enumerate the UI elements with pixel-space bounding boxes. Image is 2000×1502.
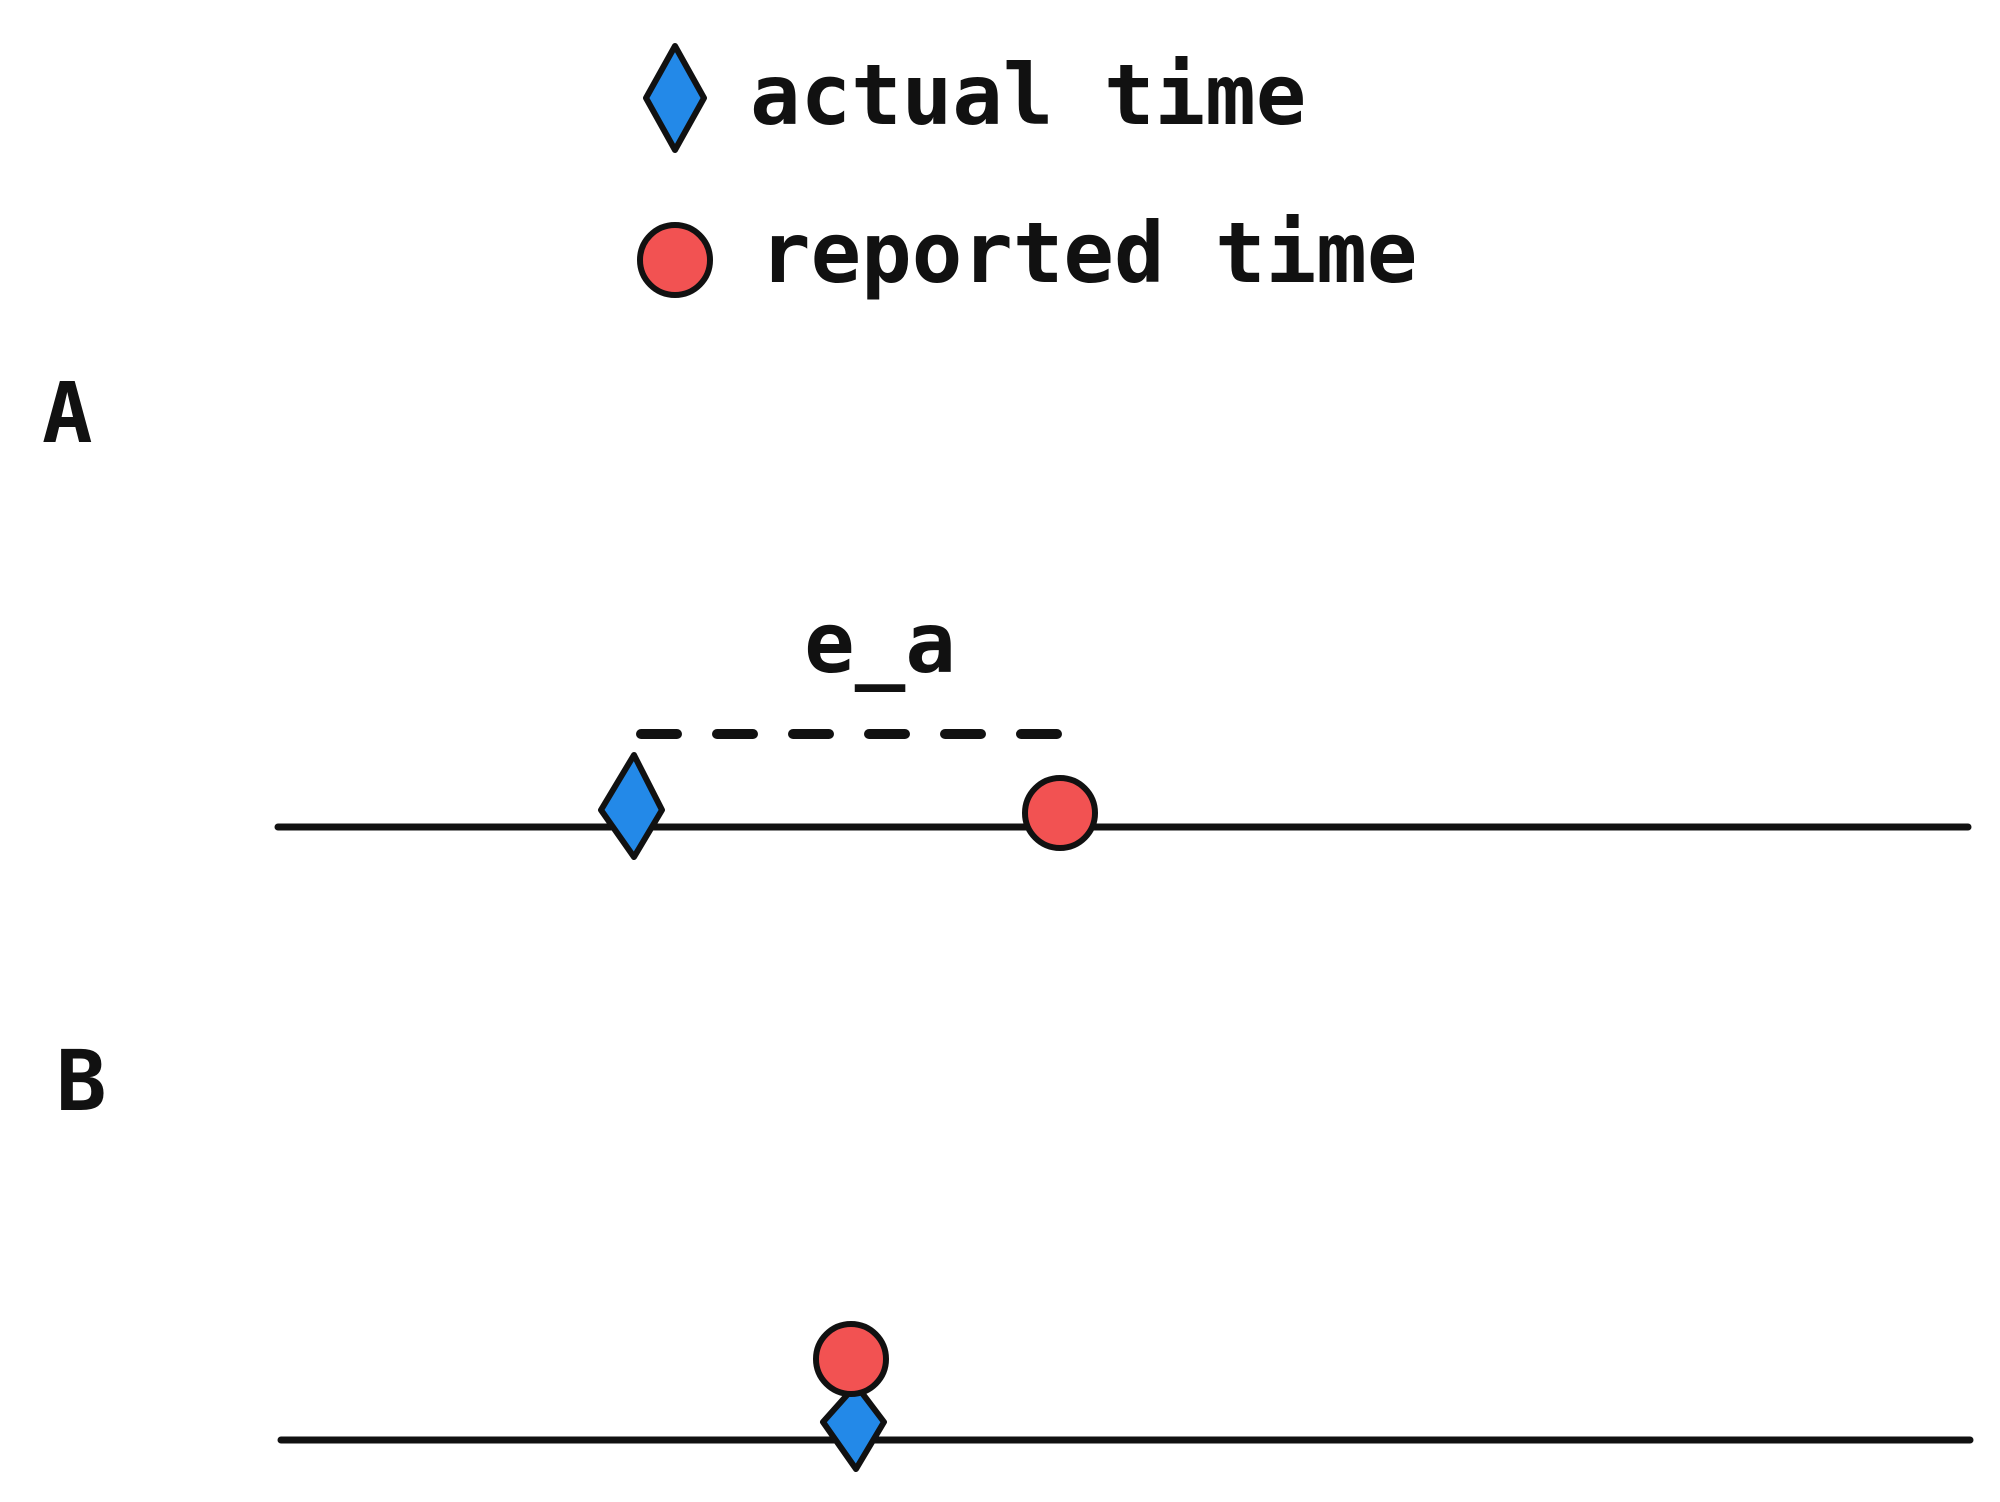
error-label: e_a xyxy=(804,594,956,692)
panel-b-label: B xyxy=(56,1032,107,1130)
legend-actual-time-label: actual time xyxy=(750,46,1306,144)
reported-time-marker-b xyxy=(813,1321,889,1397)
panel-b: B xyxy=(56,1032,1974,1472)
panel-a: A e_a xyxy=(42,364,1972,860)
panel-a-label: A xyxy=(42,364,93,462)
actual-time-diamond-icon xyxy=(643,43,707,153)
reported-time-circle-icon xyxy=(637,222,713,298)
actual-time-marker-b xyxy=(820,1382,887,1472)
legend-reported-time-label: reported time xyxy=(760,204,1417,302)
legend: actual time reported time xyxy=(637,43,1417,302)
reported-time-marker-a xyxy=(1022,775,1098,851)
actual-time-marker-a xyxy=(598,752,665,860)
